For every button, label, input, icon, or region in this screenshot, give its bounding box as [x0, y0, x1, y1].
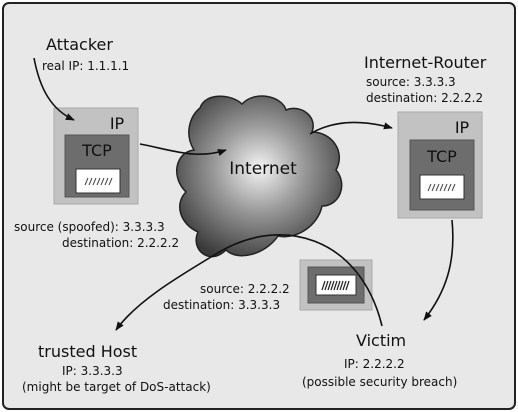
- router-payload-hatch: [427, 183, 456, 192]
- attacker-packet-payload: [75, 168, 121, 194]
- attacker-title: Attacker: [46, 35, 113, 54]
- victim-title: Victim: [356, 331, 406, 350]
- router-to-victim-arrow: [423, 219, 454, 321]
- reply-payload-hatch: [321, 280, 350, 291]
- attacker-payload-hatch: [84, 177, 113, 186]
- attacker-spoofed-source: source (spoofed): 3.3.3.3: [14, 220, 165, 234]
- router-title: Internet-Router: [364, 53, 487, 72]
- attacker-packet-ip-label: IP: [110, 114, 125, 133]
- attacker-to-packet-arrow: [33, 57, 75, 121]
- trusted-host-title: trusted Host: [38, 342, 137, 361]
- reply-source: source: 2.2.2.2: [200, 282, 290, 296]
- reply-destination: destination: 3.3.3.3: [163, 298, 280, 312]
- trusted-host-note: (might be target of DoS-attack): [22, 380, 211, 394]
- router-packet-tcp-label: TCP: [426, 147, 457, 166]
- packet-to-internet-arrow: [139, 143, 227, 156]
- internet-cloud: [176, 95, 343, 258]
- router-source: source: 3.3.3.3: [366, 75, 456, 89]
- internet-to-router-arrow: [309, 121, 393, 135]
- victim-note: (possible security breach): [302, 375, 457, 389]
- attacker-destination: destination: 2.2.2.2: [62, 236, 179, 250]
- router-packet: IP TCP: [397, 111, 483, 219]
- attacker-real-ip: real IP: 1.1.1.1: [42, 59, 129, 73]
- attacker-packet-tcp-label: TCP: [81, 141, 112, 160]
- internet-label: Internet: [229, 159, 297, 179]
- trusted-host-ip: IP: 3.3.3.3: [62, 364, 123, 378]
- attacker-packet: IP TCP: [53, 107, 139, 205]
- reply-packet: [299, 259, 373, 311]
- router-destination: destination: 2.2.2.2: [366, 91, 483, 105]
- router-packet-ip-label: IP: [455, 118, 470, 137]
- victim-ip: IP: 2.2.2.2: [344, 357, 405, 371]
- victim-to-trusted-host-arrow: [115, 234, 383, 331]
